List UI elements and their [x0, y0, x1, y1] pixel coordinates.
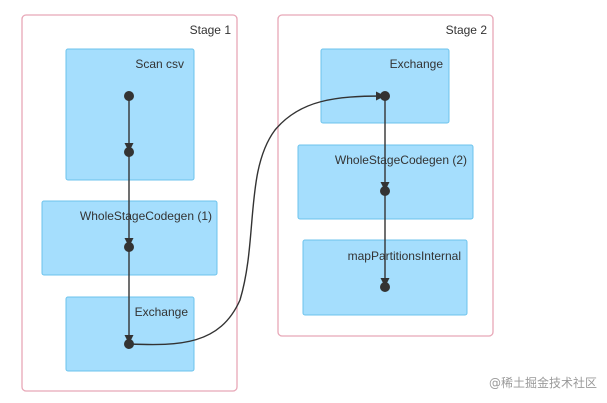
operator-dot-codegen-1[interactable]: [124, 242, 134, 252]
node-wholestagecodegen-1-label: WholeStageCodegen (1): [80, 209, 212, 223]
node-exchange-stage-1[interactable]: Exchange: [65, 296, 195, 372]
operator-dot-scan-csv-2[interactable]: [124, 147, 134, 157]
watermark: @稀土掘金技术社区: [489, 375, 597, 390]
node-scan-csv-label: Scan csv: [135, 57, 184, 71]
node-exchange-stage-1-box: [65, 296, 195, 372]
node-exchange-stage-1-label: Exchange: [135, 305, 189, 319]
stage-2-label: Stage 2: [446, 23, 488, 37]
operator-dot-mappartitions[interactable]: [380, 282, 390, 292]
node-exchange-stage-2-label: Exchange: [390, 57, 444, 71]
operator-dot-exchange-1[interactable]: [124, 339, 134, 349]
node-scan-csv-box: [65, 48, 195, 181]
operator-dot-codegen-2[interactable]: [380, 186, 390, 196]
operator-dot-scan-csv[interactable]: [124, 91, 134, 101]
node-scan-csv[interactable]: Scan csv: [65, 48, 195, 181]
stage-1-label: Stage 1: [190, 23, 232, 37]
node-mappartitionsinternal-label: mapPartitionsInternal: [348, 249, 461, 263]
operator-dot-exchange-2[interactable]: [380, 91, 390, 101]
node-wholestagecodegen-2-label: WholeStageCodegen (2): [335, 153, 467, 167]
edge-exchange-to-exchange: [128, 91, 386, 346]
